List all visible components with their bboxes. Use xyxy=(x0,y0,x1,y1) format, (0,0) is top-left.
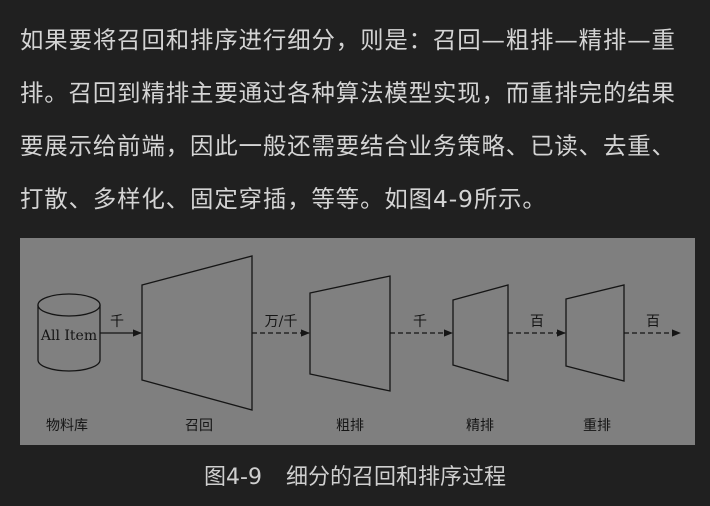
arrow-label: 万/千 xyxy=(265,314,298,330)
stage-rerank-shape xyxy=(565,284,625,382)
database-label: All Item xyxy=(40,328,97,344)
stage-label: 重排 xyxy=(583,418,611,434)
figure-number: 图4-9 xyxy=(204,465,262,490)
paragraph-line: 打散、多样化、固定穿插，等等。如图4-9所示。 xyxy=(20,185,547,213)
arrow-label: 百 xyxy=(530,314,544,330)
arrow-label: 千 xyxy=(110,314,124,330)
figure-title: 细分的召回和排序过程 xyxy=(285,465,506,490)
stage-fine-rank-shape xyxy=(452,284,509,382)
arrow-label: 千 xyxy=(413,314,427,330)
database-cylinder-icon xyxy=(37,293,101,372)
body-paragraph: 如果要将召回和排序进行细分，则是：召回—粗排—精排—重 排。召回到精排主要通过各… xyxy=(20,14,700,226)
stage-coarse-rank-shape xyxy=(309,275,391,392)
pipeline-diagram: All Item 千 万/千 千 百 百 物料库 召回 粗排 精排 重排 xyxy=(37,255,681,434)
paragraph-line: 如果要将召回和排序进行细分，则是：召回—粗排—精排—重 xyxy=(20,26,676,54)
stage-label: 精排 xyxy=(466,418,494,434)
paragraph-line: 排。召回到精排主要通过各种算法模型实现，而重排完的结果 xyxy=(20,79,676,107)
figure-caption: 图4-9 细分的召回和排序过程 xyxy=(0,462,710,494)
arrow-label: 百 xyxy=(646,314,660,330)
stage-label: 物料库 xyxy=(46,418,88,434)
stage-label: 召回 xyxy=(185,418,213,434)
stage-recall-shape xyxy=(141,255,253,411)
stage-label: 粗排 xyxy=(336,418,364,434)
paragraph-line: 要展示给前端，因此一般还需要结合业务策略、已读、去重、 xyxy=(20,132,676,160)
figure-funnel-diagram: All Item 千 万/千 千 百 百 物料库 召回 粗排 精排 重排 xyxy=(20,238,695,445)
